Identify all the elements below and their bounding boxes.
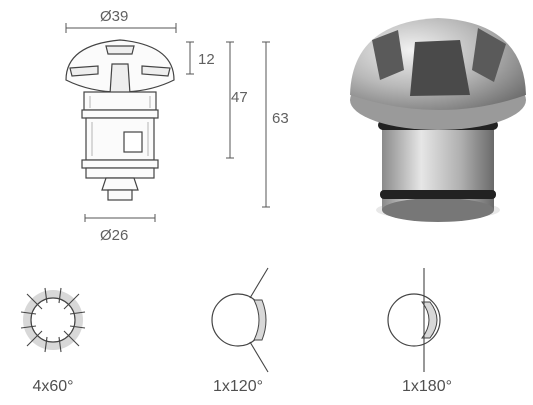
product-photo [350,18,526,222]
beam-label-4x60: 4x60° [32,378,74,395]
beam-label-1x120: 1x120° [213,378,263,395]
beam-icon-4x60 [20,287,86,353]
head-height-label: 12 [198,51,215,68]
bottom-diameter-label: Ø26 [100,227,129,244]
top-diameter-label: Ø39 [100,8,129,25]
beam-icon-1x180 [387,268,441,372]
body-height-label: 47 [231,89,248,106]
total-height-label: 63 [272,110,289,127]
beam-label-1x180: 1x180° [402,378,452,395]
beam-icon-1x120 [211,267,269,373]
